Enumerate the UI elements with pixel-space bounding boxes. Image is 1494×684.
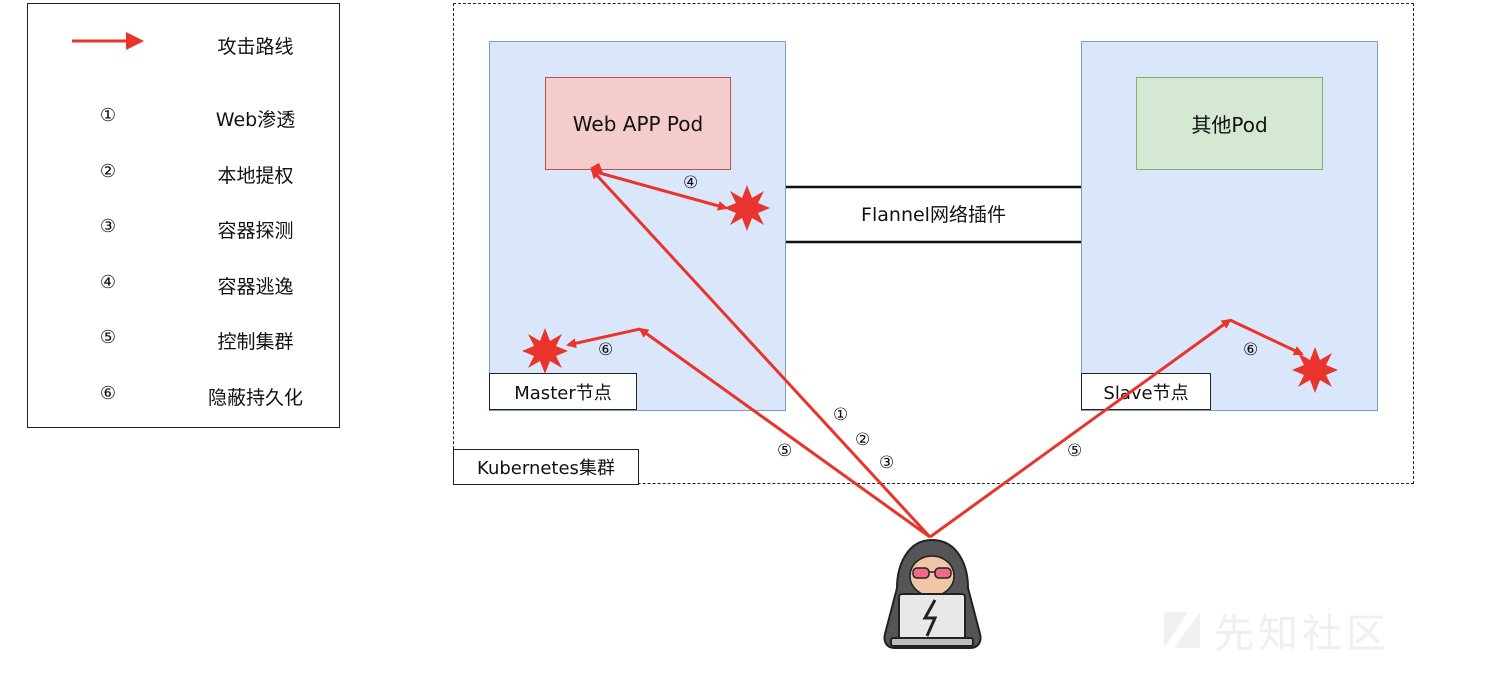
master-node-label: Master节点 xyxy=(489,373,637,410)
watermark-logo-icon xyxy=(1164,612,1200,648)
legend-label-1: Web渗透 xyxy=(215,109,296,131)
explosion-icon xyxy=(724,185,770,231)
legend: 攻击路线 ① Web渗透 ② 本地提权 ③ 容器探测 ④ 容器逃逸 ⑤ 控制集群… xyxy=(27,3,340,428)
other-pod: 其他Pod xyxy=(1136,77,1323,170)
legend-num-4: ④ xyxy=(99,272,117,293)
explosion-icon xyxy=(522,328,568,374)
legend-num-5: ⑤ xyxy=(99,327,117,348)
route-num-3: ③ xyxy=(879,453,895,473)
legend-label-5: 控制集群 xyxy=(217,331,294,353)
legend-num-1: ① xyxy=(99,105,117,126)
web-app-pod: Web APP Pod xyxy=(545,77,731,170)
route-num-6-right: ⑥ xyxy=(1243,340,1259,360)
kubernetes-cluster xyxy=(453,3,1414,484)
explosion-icon xyxy=(1292,347,1338,393)
legend-num-3: ③ xyxy=(99,216,117,237)
route-num-5-left: ⑤ xyxy=(777,441,793,461)
route-num-6-left: ⑥ xyxy=(598,340,614,360)
flannel-network-label: Flannel网络插件 xyxy=(861,204,1006,226)
route-num-4: ④ xyxy=(683,173,699,193)
route-num-2: ② xyxy=(855,430,871,450)
legend-num-2: ② xyxy=(99,161,117,182)
route-num-5-right: ⑤ xyxy=(1067,441,1083,461)
route-num-1: ① xyxy=(833,405,849,425)
legend-label-3: 容器探测 xyxy=(217,220,294,242)
right-arrow-icon xyxy=(72,32,144,50)
legend-label-4: 容器逃逸 xyxy=(217,276,294,298)
legend-label-6: 隐蔽持久化 xyxy=(207,387,303,409)
watermark: 先知社区 xyxy=(1160,600,1420,660)
legend-attack-route-label: 攻击路线 xyxy=(217,36,294,58)
watermark-text: 先知社区 xyxy=(1214,611,1390,657)
hacker-icon xyxy=(883,538,982,649)
cluster-label: Kubernetes集群 xyxy=(453,449,639,485)
legend-label-2: 本地提权 xyxy=(217,165,294,187)
legend-num-6: ⑥ xyxy=(99,383,117,404)
